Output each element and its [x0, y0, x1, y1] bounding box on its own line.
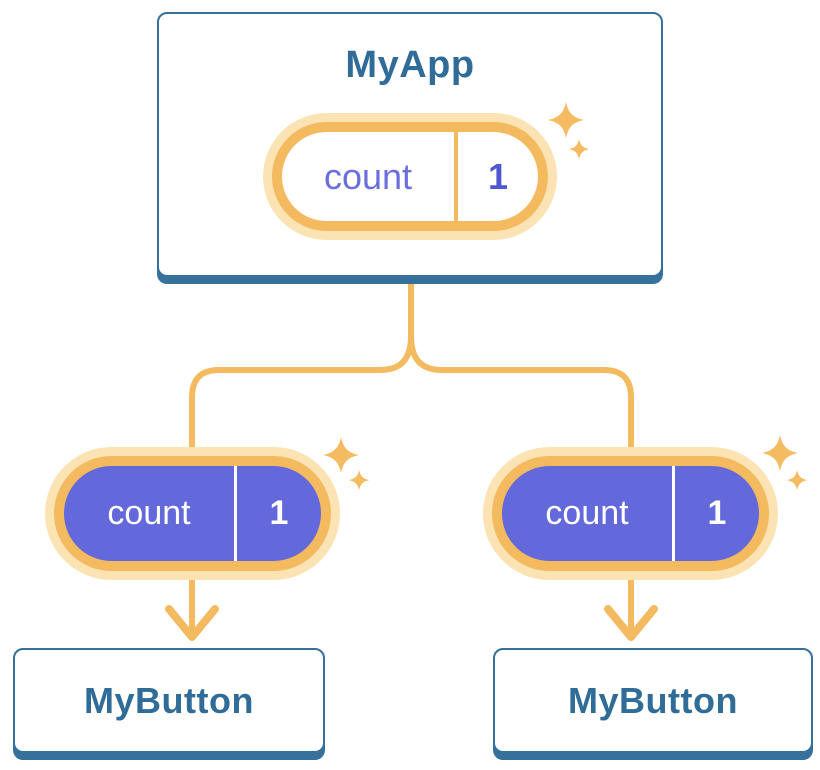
component-card-left-child: MyButton	[13, 648, 325, 753]
pill-divider	[454, 132, 458, 221]
state-pill-root: count 1	[272, 122, 548, 231]
state-name: count	[107, 494, 191, 532]
state-name: count	[545, 494, 629, 532]
arrow-down-icon	[165, 605, 219, 641]
state-value: 1	[269, 494, 289, 532]
connector-branch-right	[408, 282, 634, 634]
pill-divider	[672, 466, 675, 561]
component-title: MyApp	[345, 44, 475, 86]
state-value: 1	[707, 494, 727, 532]
state-pill-left-child: count 1	[54, 456, 331, 571]
pill-divider	[234, 466, 237, 561]
component-card-right-child: MyButton	[493, 648, 813, 753]
state-name: count	[323, 155, 413, 197]
sparkle-icon	[548, 102, 590, 160]
arrow-down-icon	[604, 605, 658, 641]
component-title: MyButton	[84, 679, 254, 721]
state-pill-right-child: count 1	[492, 456, 769, 571]
state-value: 1	[487, 155, 509, 197]
component-title: MyButton	[568, 679, 738, 721]
sparkle-icon	[323, 437, 370, 491]
sparkle-icon	[762, 435, 808, 491]
